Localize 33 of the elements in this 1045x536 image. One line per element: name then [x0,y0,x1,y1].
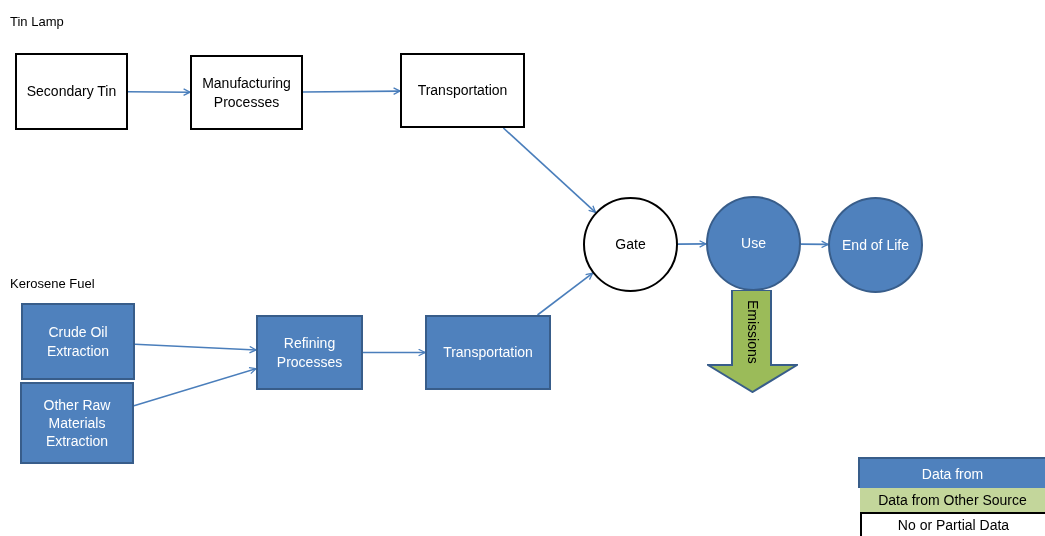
node-label: Gate [614,235,647,254]
legend-entry: Data from Other Source [860,488,1045,512]
node-label: Other Raw Materials Extraction [42,395,112,451]
process-box [21,303,135,380]
process-box [190,55,303,130]
arrow [677,240,707,248]
arrow [362,348,426,357]
node-label: Transportation [416,81,509,100]
node-label: End of Life [841,235,910,255]
arrow [127,88,191,96]
group-heading: Kerosene Fuel [10,276,95,291]
process-box [425,315,551,390]
node-label: Crude Oil Extraction [45,323,111,360]
process-box [256,315,363,390]
arrow [302,87,401,95]
legend-entry: No or Partial Data [860,512,1045,536]
node-label: Emissions [743,300,762,364]
process-box [20,382,134,464]
process-box [15,53,128,130]
group-heading: Tin Lamp [10,14,64,29]
arrow [502,127,597,214]
node-label: Use [740,234,767,253]
emissions-arrow [707,290,798,393]
process-box [400,53,525,128]
arrow [536,272,594,316]
node-label: Transportation [442,343,534,362]
node-label: Manufacturing Processes [201,74,292,111]
arrow [133,366,257,407]
legend-entry: Data from [858,457,1045,488]
node-label: Secondary Tin [25,82,118,101]
arrow [800,240,829,249]
node-label: Refining Processes [275,334,344,371]
arrow [134,343,257,354]
